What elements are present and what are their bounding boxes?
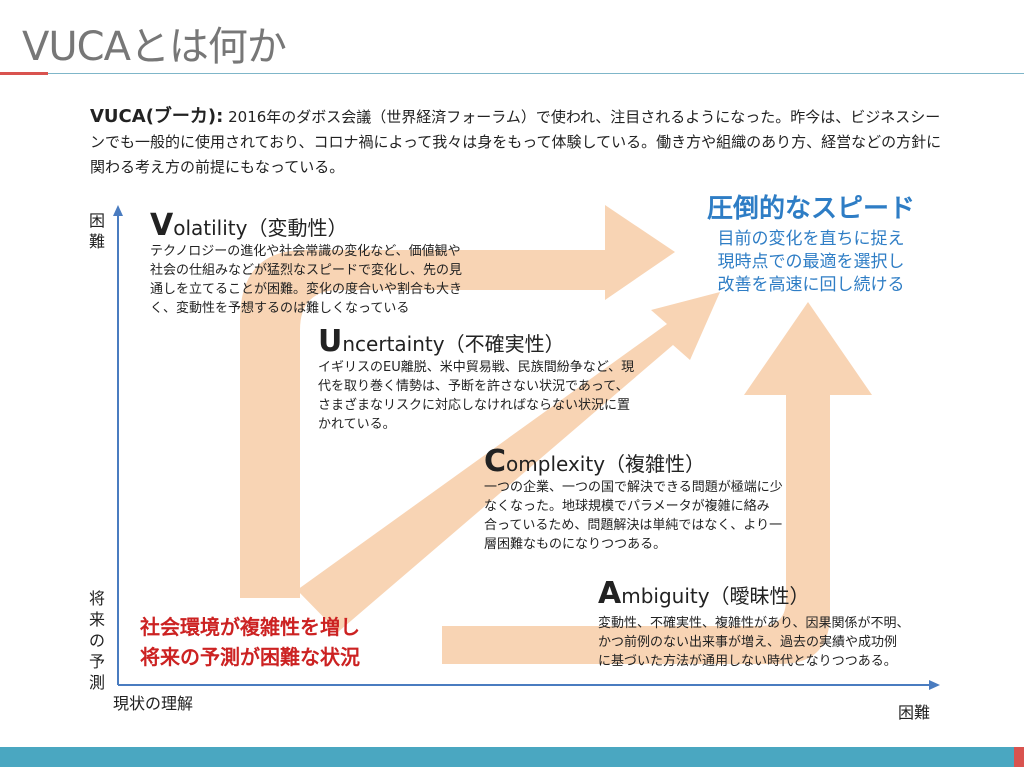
complexity-line: 一つの企業、一つの国で解決できる問題が極端に少 [484, 480, 783, 495]
uncertainty-initial: U [318, 324, 343, 359]
uncertainty-description: イギリスのEU離脱、米中貿易戦、民族間紛争など、現 代を取り巻く情勢は、予断を許… [318, 358, 673, 434]
ambiguity-line: に基づいた方法が通用しない時代となりつつある。 [598, 654, 897, 669]
goal-line: 目前の変化を直ちに捉え [717, 229, 905, 249]
volatility-initial: V [150, 208, 174, 243]
complexity-description: 一つの企業、一つの国で解決できる問題が極端に少 なくなった。地球規模でパラメータ… [484, 478, 824, 554]
ambiguity-block: Ambiguity（曖昧性） 変動性、不確実性、複雑性があり、因果関係が不明、 … [598, 579, 948, 671]
situation-line: 社会環境が複雑性を増し [140, 615, 360, 639]
goal-title: 圧倒的なスピード [706, 194, 915, 224]
vuca-term: VUCA(ブーカ): [90, 106, 224, 127]
ambiguity-heading: Ambiguity（曖昧性） [598, 579, 948, 610]
complexity-block: Complexity（複雑性） 一つの企業、一つの国で解決できる問題が極端に少 … [484, 447, 824, 554]
uncertainty-line: さまざまなリスクに対応しなければならない状況に置 [318, 398, 631, 413]
volatility-description: テクノロジーの進化や社会常識の変化など、価値観や 社会の仕組みなどが猛烈なスピー… [150, 242, 505, 318]
complexity-heading: Complexity（複雑性） [484, 447, 824, 478]
uncertainty-line: イギリスのEU離脱、米中貿易戦、民族間紛争など、現 [318, 360, 635, 375]
y-axis-bottom-char: 予 [88, 652, 105, 671]
intro-text: 2016年のダボス会議（世界経済フォーラム）で使われ、注目されるようになった。昨… [90, 108, 942, 176]
complexity-line: 層困難なものになりつつある。 [484, 537, 667, 552]
complexity-line: なくなった。地球規模でパラメータが複雑に絡み [484, 499, 770, 514]
volatility-heading: Volatility（変動性） [150, 211, 505, 242]
y-axis-top-char: 困 [88, 211, 105, 230]
situation-line: 将来の予測が困難な状況 [140, 645, 360, 669]
arrow-volatility-path [240, 205, 675, 598]
uncertainty-heading-rest: ncertainty（不確実性） [342, 332, 565, 356]
x-axis-arrowhead [929, 680, 940, 690]
uncertainty-line: 代を取り巻く情勢は、予断を許さない状況であって、 [318, 379, 629, 394]
volatility-line: 社会の仕組みなどが猛烈なスピードで変化し、先の見 [150, 263, 463, 278]
complexity-initial: C [484, 444, 507, 479]
volatility-block: Volatility（変動性） テクノロジーの進化や社会常識の変化など、価値観や… [150, 211, 505, 318]
y-axis-label-bottom: 将 来 の 予 測 [88, 588, 106, 693]
x-axis-label-right: 困難 [898, 703, 931, 722]
goal-callout: 圧倒的なスピード 目前の変化を直ちに捉え 現時点での最適を選択し 改善を高速に回… [680, 192, 942, 297]
y-axis-bottom-char: の [88, 631, 105, 650]
uncertainty-block: Uncertainty（不確実性） イギリスのEU離脱、米中貿易戦、民族間紛争な… [318, 327, 673, 434]
arrow-ambiguity-path [442, 302, 872, 664]
ambiguity-initial: A [598, 576, 622, 611]
footer-accent [1014, 747, 1024, 767]
volatility-line: く、変動性を予想するのは難しくなっている [150, 301, 410, 316]
arrow-uncertainty-path [297, 292, 720, 632]
volatility-line: 通しを立てることが困難。変化の度合いや割合も大き [150, 282, 463, 297]
y-axis-arrowhead [113, 205, 123, 216]
ambiguity-heading-rest: mbiguity（曖昧性） [621, 584, 810, 608]
title-accent-line [0, 72, 48, 75]
complexity-heading-rest: omplexity（複雑性） [506, 452, 706, 476]
y-axis-label-top: 困 難 [88, 210, 106, 252]
footer-bar [0, 747, 1024, 767]
y-axis-top-char: 難 [88, 232, 105, 251]
complexity-line: 合っているため、問題解決は単純ではなく、より一 [484, 518, 783, 533]
uncertainty-heading: Uncertainty（不確実性） [318, 327, 673, 358]
uncertainty-line: かれている。 [318, 417, 396, 432]
volatility-heading-rest: olatility（変動性） [173, 216, 348, 240]
y-axis-bottom-char: 来 [88, 610, 105, 629]
slide-title: VUCAとは何か [22, 24, 287, 70]
x-axis-label-left: 現状の理解 [113, 694, 194, 713]
ambiguity-line: 変動性、不確実性、複雑性があり、因果関係が不明、 [598, 616, 910, 631]
intro-paragraph: VUCA(ブーカ): 2016年のダボス会議（世界経済フォーラム）で使われ、注目… [90, 104, 950, 180]
ambiguity-line: かつ前例のない出来事が増え、過去の実績や成功例 [598, 635, 898, 650]
y-axis-bottom-char: 測 [88, 673, 105, 692]
situation-callout: 社会環境が複雑性を増し 将来の予測が困難な状況 [140, 612, 440, 672]
goal-line: 改善を高速に回し続ける [717, 275, 905, 295]
ambiguity-description: 変動性、不確実性、複雑性があり、因果関係が不明、 かつ前例のない出来事が増え、過… [598, 614, 948, 671]
volatility-line: テクノロジーの進化や社会常識の変化など、価値観や [150, 244, 461, 259]
title-divider [48, 73, 1024, 74]
goal-line: 現時点での最適を選択し [717, 252, 905, 272]
goal-description: 目前の変化を直ちに捉え 現時点での最適を選択し 改善を高速に回し続ける [680, 228, 942, 297]
y-axis-bottom-char: 将 [88, 589, 105, 608]
